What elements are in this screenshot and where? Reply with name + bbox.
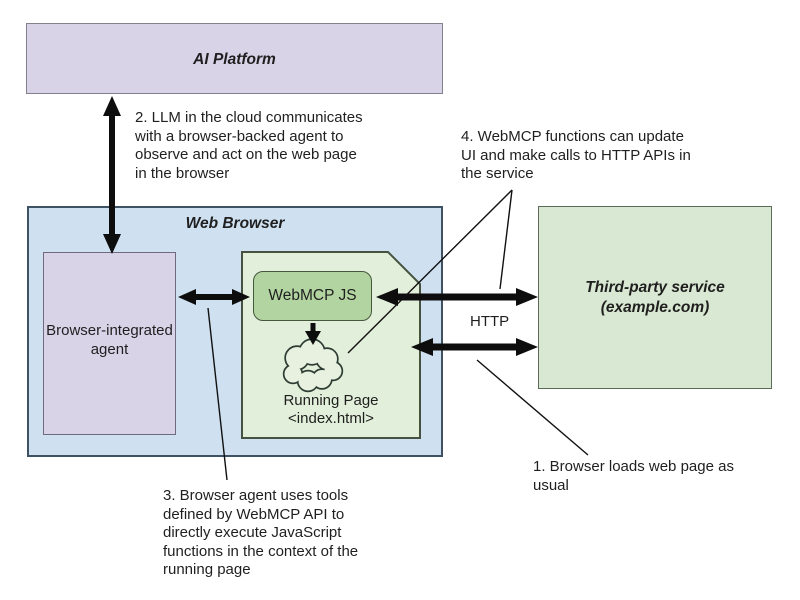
browser-agent-box bbox=[43, 252, 176, 435]
annotation-step1: 1. Browser loads web page as usual bbox=[533, 458, 734, 494]
webmcp-js-label: WebMCP JS bbox=[268, 287, 357, 304]
third-party-service-box bbox=[538, 206, 772, 389]
leader-step4-to-arrow bbox=[499, 189, 513, 290]
web-browser-label: Web Browser bbox=[185, 215, 285, 232]
running-page-label: Running Page <index.html> bbox=[283, 392, 379, 427]
browser-agent-label: Browser-integrated agent bbox=[46, 322, 173, 358]
http-label: HTTP bbox=[470, 313, 510, 330]
annotation-step4: 4. WebMCP functions can update UI and ma… bbox=[461, 128, 691, 182]
ai-platform-box bbox=[26, 23, 443, 94]
third-party-service-label: Third-party service (example.com) bbox=[585, 279, 725, 316]
webmcp-js-box: WebMCP JS bbox=[253, 271, 372, 321]
ai-platform-label: AI Platform bbox=[193, 51, 276, 68]
annotation-step2: 2. LLM in the cloud communicates with a … bbox=[135, 109, 363, 182]
annotation-step3: 3. Browser agent uses tools defined by W… bbox=[163, 487, 359, 578]
